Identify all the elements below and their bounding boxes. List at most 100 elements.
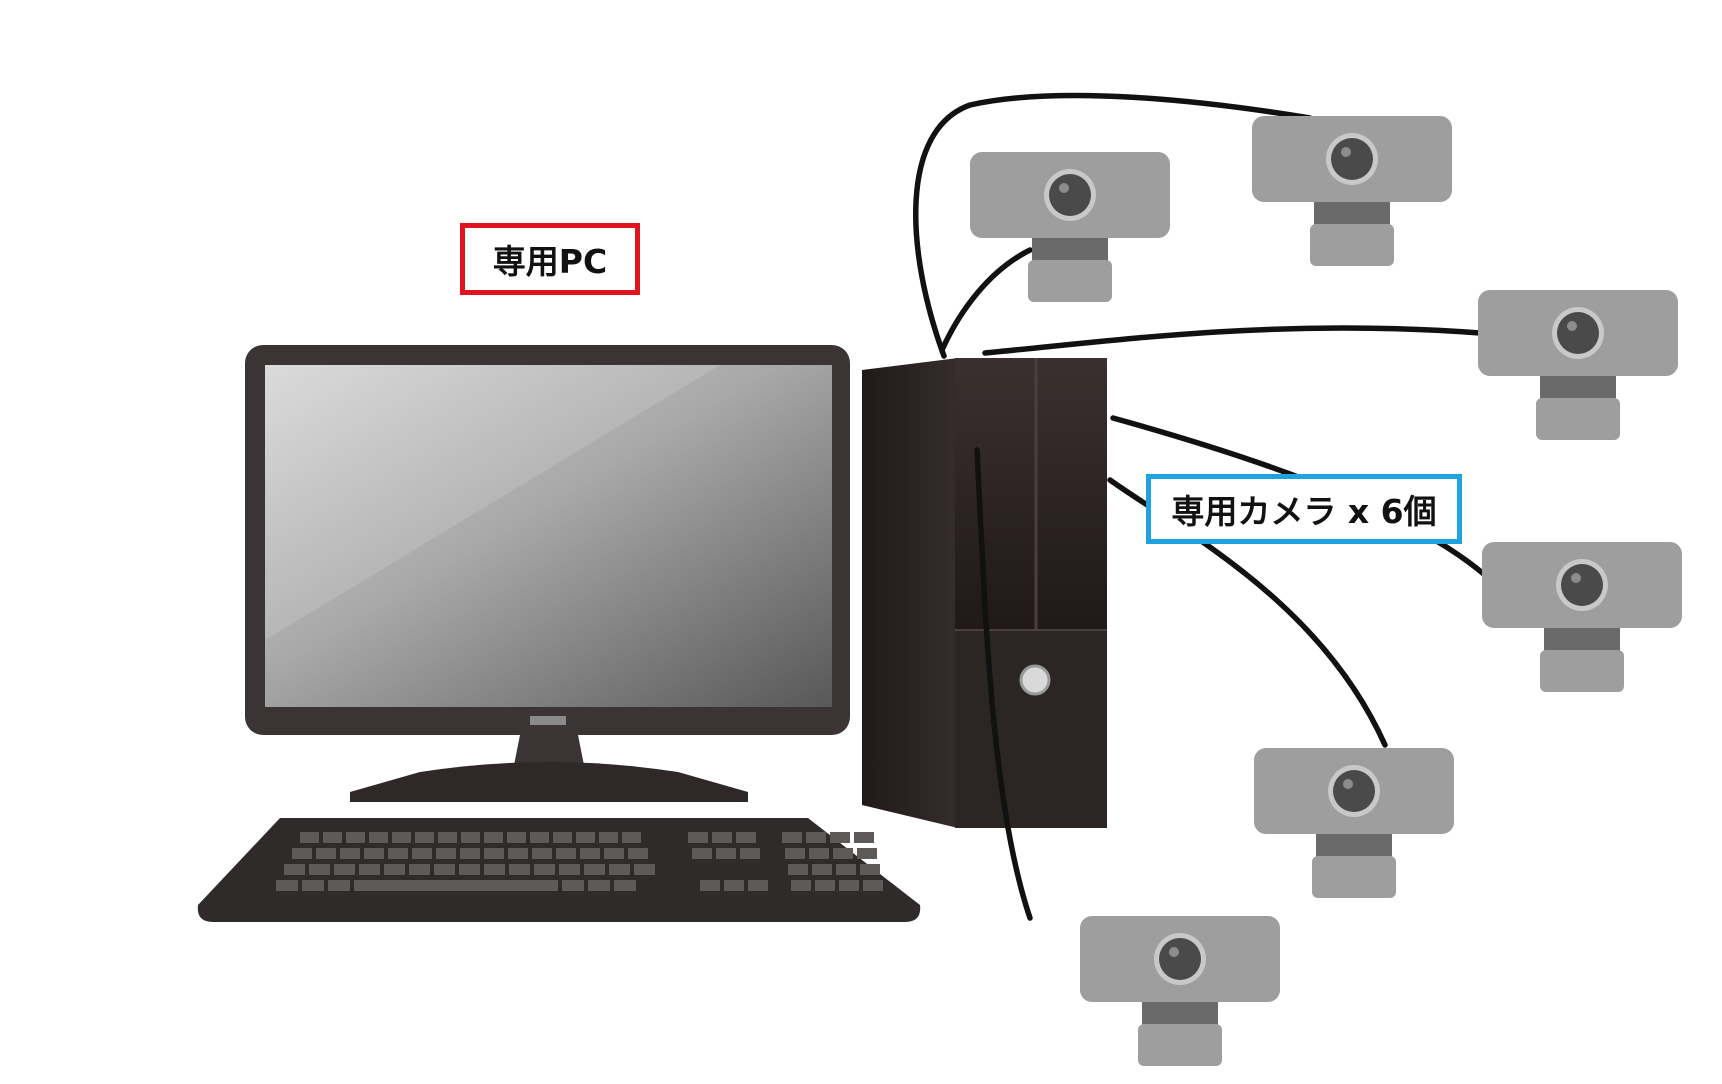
keyboard-keys (276, 832, 883, 891)
keyboard-key (700, 880, 720, 891)
webcam-neck (1544, 627, 1620, 652)
keyboard-key (532, 848, 552, 859)
keyboard-key (609, 864, 630, 875)
keyboard-key (559, 864, 580, 875)
webcam-lens (1333, 770, 1375, 812)
monitor-glare (265, 365, 720, 640)
keyboard-key (788, 864, 808, 875)
keyboard-key (508, 848, 528, 859)
pc-label-text: 専用PC (492, 242, 608, 281)
keyboard-key (584, 864, 605, 875)
keyboard-key (484, 848, 504, 859)
webcam-stand (1138, 1024, 1222, 1066)
keyboard-key (839, 880, 859, 891)
keyboard-key (622, 832, 641, 843)
webcam-icon (1478, 290, 1678, 440)
webcam-lens (1561, 564, 1603, 606)
keyboard-key (562, 880, 584, 891)
webcam-neck (1032, 237, 1108, 262)
keyboard-key (300, 832, 319, 843)
keyboard-key (553, 832, 572, 843)
webcam-stand (1028, 260, 1112, 302)
webcam-lens-glint (1059, 183, 1069, 193)
keyboard-key (309, 864, 330, 875)
keyboard-key (346, 832, 365, 843)
keyboard-key (316, 848, 336, 859)
keyboard-key (388, 848, 408, 859)
keyboard-key (359, 864, 380, 875)
webcam-stand (1540, 650, 1624, 692)
keyboard-key (782, 832, 802, 843)
keyboard-key (415, 832, 434, 843)
keyboard-key (724, 880, 744, 891)
keyboard-key (509, 864, 530, 875)
keyboard-key (369, 832, 388, 843)
webcam-neck (1314, 201, 1390, 226)
keyboard-key (815, 880, 835, 891)
keyboard-key (740, 848, 760, 859)
keyboard-key (604, 848, 624, 859)
tower-front-lower (955, 630, 1107, 828)
webcam-lens (1331, 138, 1373, 180)
keyboard-key (323, 832, 342, 843)
keyboard-key (785, 848, 805, 859)
keyboard-key (328, 880, 350, 891)
webcam-icon (970, 152, 1170, 302)
webcam-icon (1080, 916, 1280, 1066)
keyboard-key (863, 880, 883, 891)
monitor-base (350, 762, 748, 802)
keyboard-key (712, 832, 732, 843)
keyboard-key (576, 832, 595, 843)
keyboard-key (809, 848, 829, 859)
webcam-icon (1254, 748, 1454, 898)
webcam-lens-glint (1169, 947, 1179, 957)
keyboard-key (688, 832, 708, 843)
cable-top-left-camera (939, 247, 1033, 353)
keyboard-key (736, 832, 756, 843)
keyboard-key (276, 880, 298, 891)
keyboard-key (292, 848, 312, 859)
camera-label-text: 専用カメラ x 6個 (1171, 492, 1437, 531)
keyboard-key (460, 848, 480, 859)
webcam-lens-glint (1567, 321, 1577, 331)
keyboard-key (833, 848, 853, 859)
keyboard-key (530, 832, 549, 843)
keyboard-key (412, 848, 432, 859)
keyboard-key (436, 848, 456, 859)
monitor-logo (530, 716, 566, 725)
keyboard-key (748, 880, 768, 891)
webcam-lens-glint (1571, 573, 1581, 583)
cable-top-right-camera (912, 92, 1313, 359)
keyboard-key (484, 832, 503, 843)
webcam-lens-glint (1341, 147, 1351, 157)
keyboard-key (806, 832, 826, 843)
keyboard-key (534, 864, 555, 875)
pc-label: 専用PC (460, 223, 640, 295)
webcam-stand (1536, 398, 1620, 440)
keyboard-key (334, 864, 355, 875)
keyboard-key (614, 880, 636, 891)
keyboard-key (438, 832, 457, 843)
tower-side (862, 358, 958, 828)
webcam-stand (1312, 856, 1396, 898)
keyboard-key (812, 864, 832, 875)
keyboard-icon (197, 818, 921, 922)
keyboard-key (836, 864, 856, 875)
keyboard-key (302, 880, 324, 891)
keyboard-key (434, 864, 455, 875)
keyboard-key (716, 848, 736, 859)
webcam-icon (1252, 116, 1452, 266)
keyboard-key (461, 832, 480, 843)
webcam-neck (1142, 1001, 1218, 1026)
webcam-neck (1540, 375, 1616, 400)
webcam-neck (1316, 833, 1392, 858)
webcam-icon (1482, 542, 1682, 692)
keyboard-key (860, 864, 880, 875)
cable-right-camera-1 (982, 325, 1483, 356)
keyboard-key (354, 880, 376, 891)
cable-bottom-camera (974, 447, 1033, 921)
keyboard-key (830, 832, 850, 843)
keyboard-key (484, 864, 505, 875)
keyboard-key (459, 864, 480, 875)
